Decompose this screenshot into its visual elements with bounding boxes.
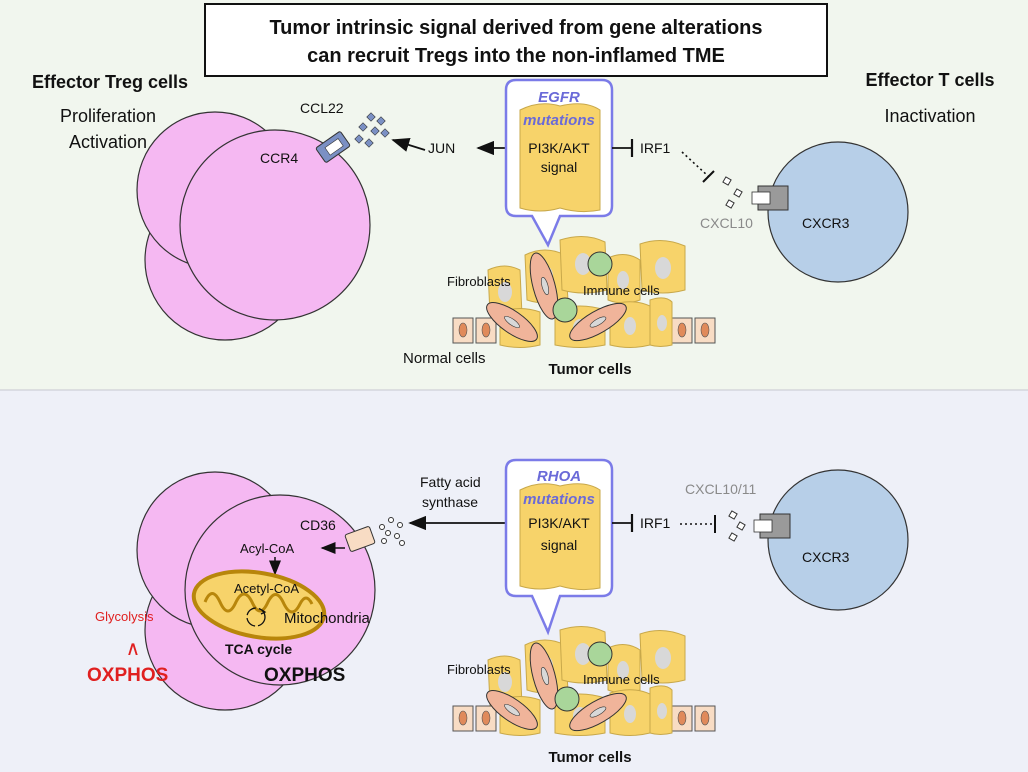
rhoa-mutations-label: mutations [523,491,595,508]
treg-state-activation: Activation [69,132,147,152]
cxcr3-receptor-top [751,185,789,211]
cd36-label: CD36 [300,517,336,533]
teff-heading: Effector T cells [865,70,994,90]
cxcl10-label: CXCL10 [700,215,753,231]
title-line-2: can recruit Tregs into the non-inflamed … [307,45,725,67]
rhoa-gene-label: RHOA [537,468,581,485]
immune-cells-label-bottom: Immune cells [583,672,660,687]
cxcl10-11-chemokines [728,510,746,542]
irf1-label-bottom: IRF1 [640,515,671,531]
mitochondrion [191,569,327,641]
signal-bottom: signal [541,537,578,553]
cxcl10-chemokines [722,176,743,209]
normal-cells-label: Normal cells [403,350,486,367]
treg-cell-cluster-top [136,111,371,341]
pi3k-akt-bottom: PI3K/AKT [528,515,590,531]
tumor-microenvironment-bottom [452,626,716,736]
fibroblasts-label-bottom: Fibroblasts [447,662,511,677]
egfr-gene-label: EGFR [538,89,580,106]
ccr4-receptor [315,131,351,163]
jun-label-top: JUN [428,140,455,156]
cd36-receptor [344,526,376,552]
effector-t-cell-top [767,141,909,283]
ccl22-label: CCL22 [300,100,344,116]
less-than-symbol: ∧ [126,638,141,660]
ccl22-chemokines [354,112,390,148]
synthase-label: synthase [422,494,478,510]
tumor-cells-label-top: Tumor cells [548,361,631,378]
oxphos-red-label: OXPHOS [87,665,168,686]
effector-t-cell-bottom [767,469,909,611]
mitochondria-label: Mitochondria [284,610,371,627]
oxphos-label: OXPHOS [264,665,345,686]
cxcr3-receptor-bottom [753,513,791,539]
irf1-label-top: IRF1 [640,140,671,156]
immune-cells-label-top: Immune cells [583,283,660,298]
teff-state-inactivation: Inactivation [884,106,975,126]
glycolysis-label: Glycolysis [95,609,154,624]
treg-heading: Effector Treg cells [32,72,188,92]
pi3k-akt-top: PI3K/AKT [528,140,590,156]
egfr-bubble [504,78,614,248]
cxcl10-11-label: CXCL10/11 [685,481,757,497]
treg-state-proliferation: Proliferation [60,106,156,126]
fatty-acid-molecules [379,517,405,546]
ccr4-label: CCR4 [260,150,298,166]
tumor-microenvironment-top [452,236,716,348]
rhoa-bubble [504,458,614,636]
title-line-1: Tumor intrinsic signal derived from gene… [269,17,762,39]
fibroblasts-label-top: Fibroblasts [447,274,511,289]
acyl-coa-label: Acyl-CoA [240,541,295,556]
signal-top: signal [541,159,578,175]
fatty-acid-label: Fatty acid [420,474,481,490]
cxcr3-label-bottom: CXCR3 [802,549,850,565]
tca-cycle-icon [246,607,267,627]
tca-cycle-label: TCA cycle [225,641,292,657]
egfr-mutations-label: mutations [523,112,595,129]
title-box: Tumor intrinsic signal derived from gene… [204,3,828,77]
acetyl-coa-label: Acetyl-CoA [234,581,299,596]
tumor-cells-label-bottom: Tumor cells [548,749,631,766]
cxcr3-label-top: CXCR3 [802,215,850,231]
